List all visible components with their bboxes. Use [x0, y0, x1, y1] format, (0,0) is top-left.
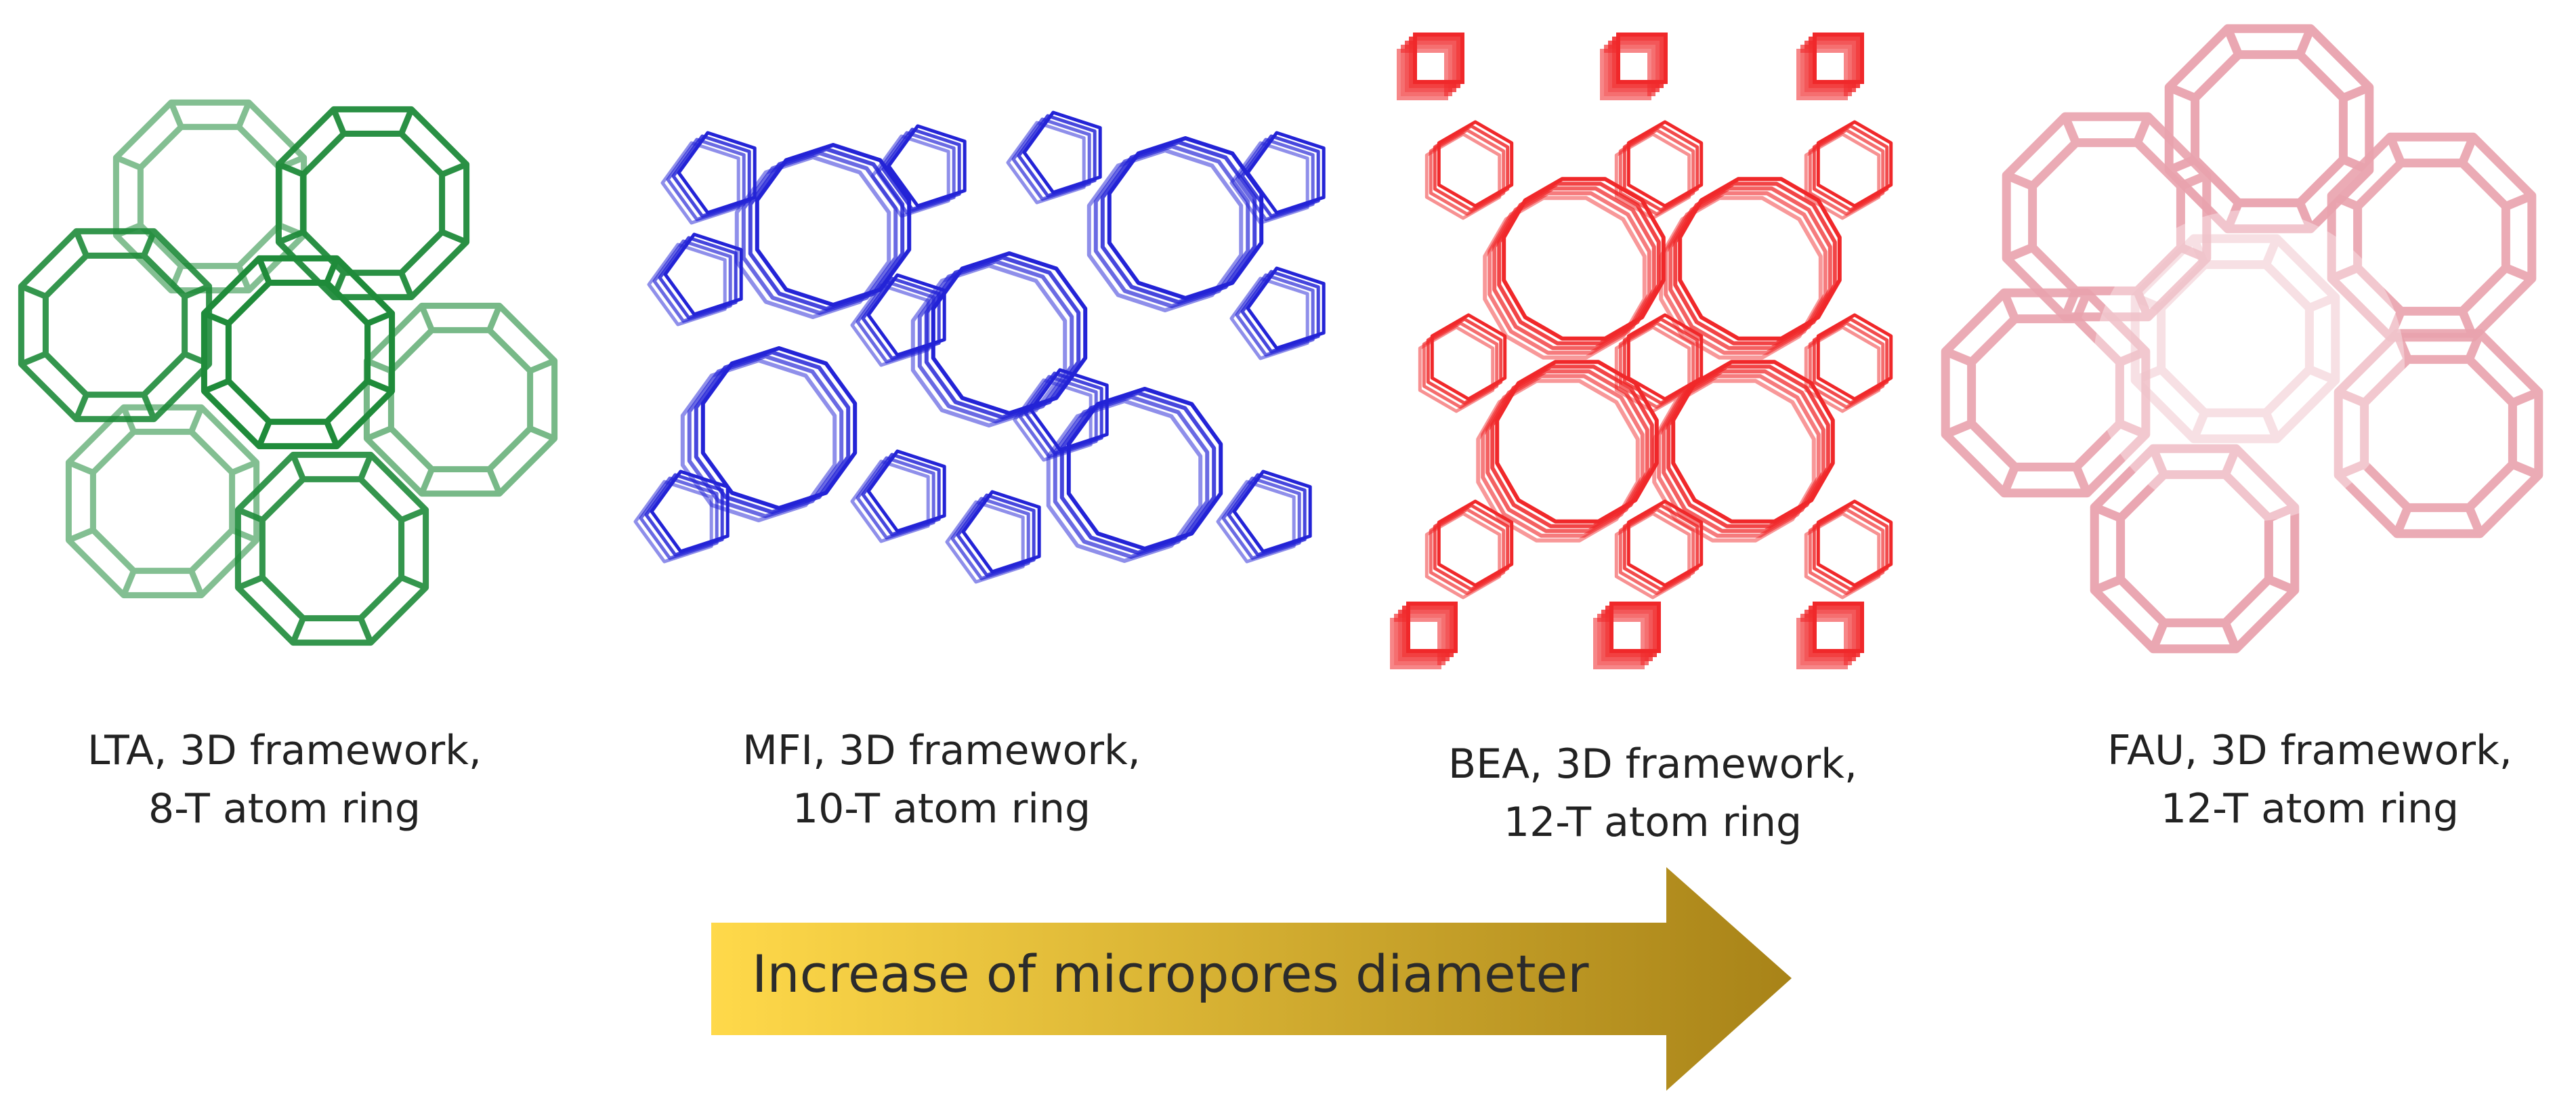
mfi-caption-line1: MFI, 3D framework,: [742, 727, 1141, 774]
mfi-pentasil-8: [1013, 368, 1109, 462]
bea-square-1: [1600, 33, 1668, 100]
mfi-pentasil-1: [870, 124, 967, 218]
bea-framework-structure: [1390, 33, 1893, 669]
mfi-pentasil-6: [633, 469, 730, 564]
bea-square-2: [1796, 33, 1864, 100]
bea-ring-0: [1424, 120, 1514, 220]
lta-cage-6: [234, 451, 429, 646]
bea-channel-2: [1476, 360, 1659, 543]
bea-caption-line1: BEA, 3D framework,: [1448, 740, 1857, 788]
fau-caption-line2: 12-T atom ring: [2160, 785, 2459, 833]
bea-ring-6: [1424, 499, 1514, 600]
bea-ring-3: [1418, 313, 1507, 413]
mfi-pentasil-3: [1229, 266, 1326, 360]
lta-cage-1: [275, 106, 470, 301]
fau-cage-1: [2002, 112, 2212, 322]
lta-caption-line1: LTA, 3D framework,: [87, 727, 482, 774]
mfi-pentasil-7: [1216, 469, 1312, 564]
lta-cage-4: [363, 302, 558, 497]
bea-ring-2: [1804, 120, 1893, 220]
fau-cage-5: [2334, 329, 2543, 539]
fau-framework-structure: [1941, 24, 2543, 654]
mfi-caption: MFI, 3D framework, 10-T atom ring: [684, 721, 1199, 838]
bea-square-5: [1796, 602, 1864, 669]
mfi-pentasil-11: [660, 131, 757, 225]
mfi-pentasil-0: [647, 232, 743, 327]
lta-cage-5: [65, 404, 260, 599]
lta-cage-3: [200, 255, 396, 450]
mfi-channel-1: [1086, 136, 1264, 312]
bea-square-3: [1390, 602, 1458, 669]
mfi-channel-4: [1046, 387, 1223, 563]
bea-caption: BEA, 3D framework, 12-T atom ring: [1395, 735, 1910, 852]
bea-ring-4: [1614, 313, 1704, 413]
bea-channel-1: [1659, 177, 1842, 360]
fau-cage-4: [1941, 288, 2151, 498]
lta-cage-2: [18, 228, 213, 423]
bea-caption-line2: 12-T atom ring: [1503, 799, 1802, 846]
mfi-caption-line2: 10-T atom ring: [792, 785, 1091, 833]
bea-square-4: [1593, 602, 1661, 669]
trend-arrow-label: Increase of micropores diameter: [752, 944, 1589, 1004]
mfi-pentasil-5: [945, 490, 1041, 584]
lta-caption: LTA, 3D framework, 8-T atom ring: [27, 721, 542, 838]
mfi-pentasil-10: [1229, 131, 1326, 225]
bea-ring-1: [1614, 120, 1704, 220]
fau-supercage-highlight: [2093, 210, 2405, 522]
trend-arrow-shape: [711, 867, 1792, 1091]
lta-caption-line2: 8-T atom ring: [148, 785, 421, 833]
bea-ring-5: [1804, 313, 1893, 413]
mfi-pentasil-2: [1006, 110, 1102, 205]
mfi-framework-structure: [633, 110, 1326, 584]
fau-caption-line1: FAU, 3D framework,: [2107, 727, 2512, 774]
trend-arrow-icon: [711, 867, 1792, 1091]
mfi-pentasil-4: [850, 449, 946, 543]
fau-caption: FAU, 3D framework, 12-T atom ring: [2052, 721, 2567, 838]
bea-ring-8: [1804, 499, 1893, 600]
mfi-pentasil-9: [850, 273, 946, 367]
fau-cage-6: [2090, 444, 2300, 654]
lta-framework-structure: [18, 99, 558, 646]
mfi-channel-3: [680, 346, 858, 522]
bea-ring-7: [1614, 499, 1704, 600]
bea-square-0: [1397, 33, 1464, 100]
